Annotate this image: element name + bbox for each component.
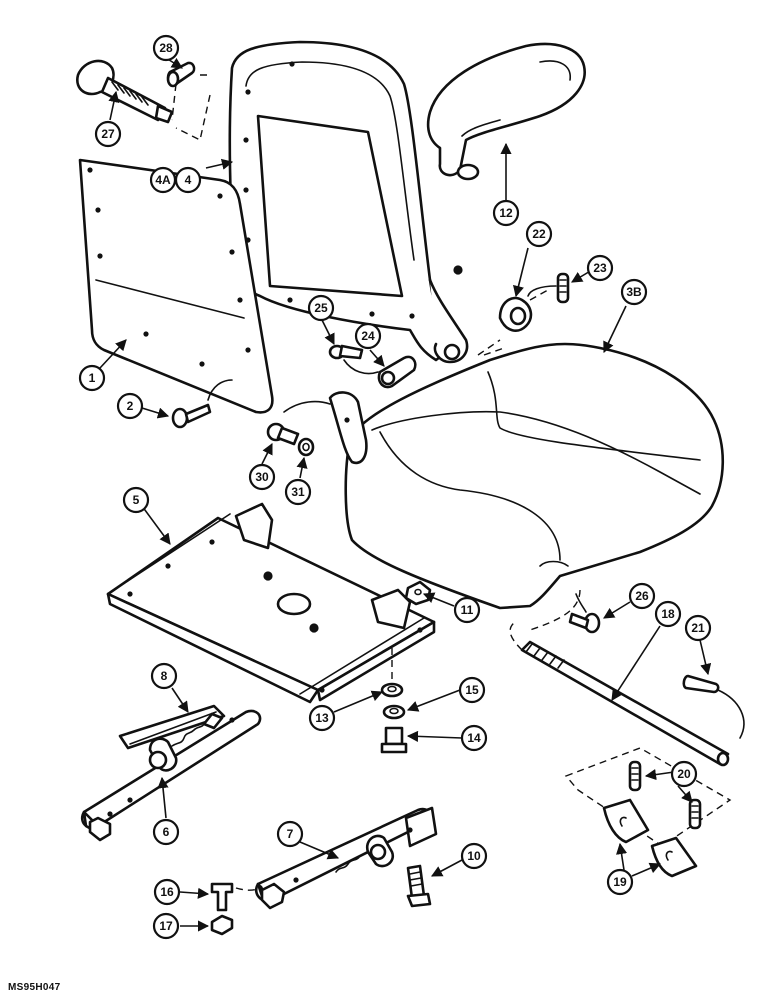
callout-8: 8: [150, 662, 178, 690]
svg-text:21: 21: [691, 621, 705, 635]
callout-23: 23: [586, 254, 614, 282]
pin-20b-part: [688, 798, 702, 830]
svg-text:26: 26: [635, 589, 649, 603]
svg-text:28: 28: [159, 41, 173, 55]
callout-7: 7: [276, 820, 304, 848]
callout-2: 2: [116, 392, 144, 420]
callout-12: 12: [492, 199, 520, 227]
svg-text:1: 1: [89, 371, 96, 385]
svg-text:30: 30: [255, 470, 269, 484]
callout-31: 31: [284, 478, 312, 506]
callout-18: 18: [654, 600, 682, 628]
washer-13-part: [380, 682, 404, 698]
svg-text:6: 6: [163, 825, 170, 839]
callout-28: 28: [152, 34, 180, 62]
screw-26-part: [568, 612, 601, 634]
callout-5: 5: [122, 486, 150, 514]
bolt-14-part: [380, 726, 408, 754]
callout-22: 22: [525, 220, 553, 248]
svg-text:20: 20: [677, 767, 691, 781]
pin-21-part: [682, 674, 720, 694]
svg-text:13: 13: [315, 711, 329, 725]
svg-text:16: 16: [160, 885, 174, 899]
callout-3b: 3B: [620, 278, 648, 306]
svg-text:17: 17: [159, 919, 173, 933]
pin-28-part: [166, 61, 196, 88]
knob-22-part: [498, 296, 533, 332]
svg-text:25: 25: [314, 301, 328, 315]
callout-6: 6: [152, 818, 180, 846]
callout-10: 10: [460, 842, 488, 870]
callout-15: 15: [458, 676, 486, 704]
svg-text:19: 19: [613, 875, 627, 889]
svg-text:8: 8: [161, 669, 168, 683]
callout-16: 16: [153, 878, 181, 906]
bolt-25-part: [328, 344, 364, 360]
knob-bolt-part: [76, 59, 174, 124]
svg-text:23: 23: [593, 261, 607, 275]
bolt-30-part: [266, 422, 300, 446]
callout-14: 14: [460, 724, 488, 752]
svg-text:7: 7: [287, 827, 294, 841]
svg-text:14: 14: [467, 731, 481, 745]
callout-26: 26: [628, 582, 656, 610]
svg-text:4A: 4A: [155, 173, 171, 187]
pin-20a-part: [628, 760, 642, 792]
armrest-part: [426, 42, 586, 181]
svg-text:31: 31: [291, 485, 305, 499]
callout-27: 27: [94, 120, 122, 148]
callout-20: 20: [670, 760, 698, 788]
callout-1: 1: [78, 364, 106, 392]
svg-text:18: 18: [661, 607, 675, 621]
callout-17: 17: [152, 912, 180, 940]
clip-19a-part: [602, 798, 650, 844]
callout-24: 24: [354, 322, 382, 350]
svg-text:2: 2: [127, 399, 134, 413]
bolt-16-part: [210, 882, 234, 912]
figure-code: MS95H047: [8, 982, 61, 993]
svg-text:15: 15: [465, 683, 479, 697]
right-slide-rail-part: [254, 806, 438, 910]
svg-text:27: 27: [101, 127, 115, 141]
callout-4a: 4A: [149, 166, 177, 194]
pin-23-part: [556, 272, 570, 304]
callout-13: 13: [308, 704, 336, 732]
washer-15-part: [382, 704, 406, 720]
seat-cushion-part: [328, 342, 725, 610]
callout-19: 19: [606, 868, 634, 896]
svg-text:10: 10: [467, 849, 481, 863]
leader-lines: [99, 57, 712, 932]
base-plate-part: [106, 502, 436, 704]
threaded-rod-part: [520, 640, 730, 767]
svg-text:5: 5: [133, 493, 140, 507]
bracket-24-part: [377, 355, 417, 389]
svg-text:24: 24: [361, 329, 375, 343]
svg-text:3B: 3B: [626, 285, 642, 299]
washer-31-part: [297, 437, 315, 457]
callout-11: 11: [453, 596, 481, 624]
side-panel-part: [78, 158, 274, 414]
callout-4: 4: [174, 166, 202, 194]
svg-text:4: 4: [185, 173, 192, 187]
svg-text:22: 22: [532, 227, 546, 241]
svg-text:12: 12: [499, 206, 513, 220]
clip-19b-part: [650, 836, 698, 878]
seat-back-part: [228, 40, 469, 364]
screw-2-part: [171, 403, 212, 429]
callout-25: 25: [307, 294, 335, 322]
left-slide-rail-part: [80, 704, 262, 842]
nut-17-part: [210, 914, 234, 936]
nut-11-part: [404, 580, 432, 606]
callout-30: 30: [248, 463, 276, 491]
bolt-10-part: [406, 864, 432, 908]
svg-text:11: 11: [461, 603, 474, 617]
callout-21: 21: [684, 614, 712, 642]
